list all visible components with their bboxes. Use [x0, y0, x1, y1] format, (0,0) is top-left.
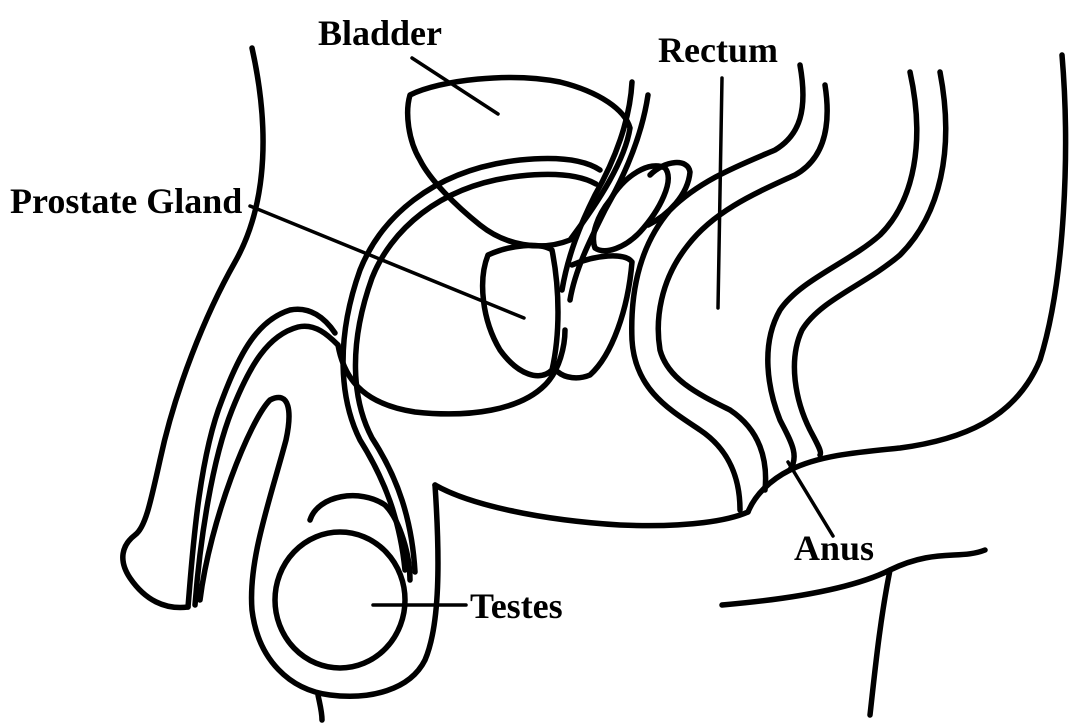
body-outline-group	[123, 48, 1066, 720]
testes-label: Testes	[470, 586, 563, 626]
anus-leader-line	[788, 462, 833, 536]
scrotum-tail-outline	[318, 695, 322, 720]
penis-inner-outline	[195, 326, 338, 605]
thigh-back-outline	[870, 570, 890, 715]
prostate-outline	[483, 245, 558, 375]
prostate-rear-outline	[558, 256, 632, 378]
rectum-back-wall	[768, 72, 917, 470]
testis-shape	[275, 532, 405, 668]
rectum-back-wall-inner	[794, 72, 945, 455]
bladder-leader-line	[412, 58, 498, 114]
anus-label: Anus	[794, 528, 874, 568]
perineum-outline	[435, 485, 748, 526]
bladder-label: Bladder	[318, 13, 442, 53]
rectum-leader-line	[718, 78, 722, 308]
leader-lines	[250, 58, 833, 605]
rectum-label: Rectum	[658, 30, 778, 70]
prostate-gland-label: Prostate Gland	[10, 181, 242, 221]
